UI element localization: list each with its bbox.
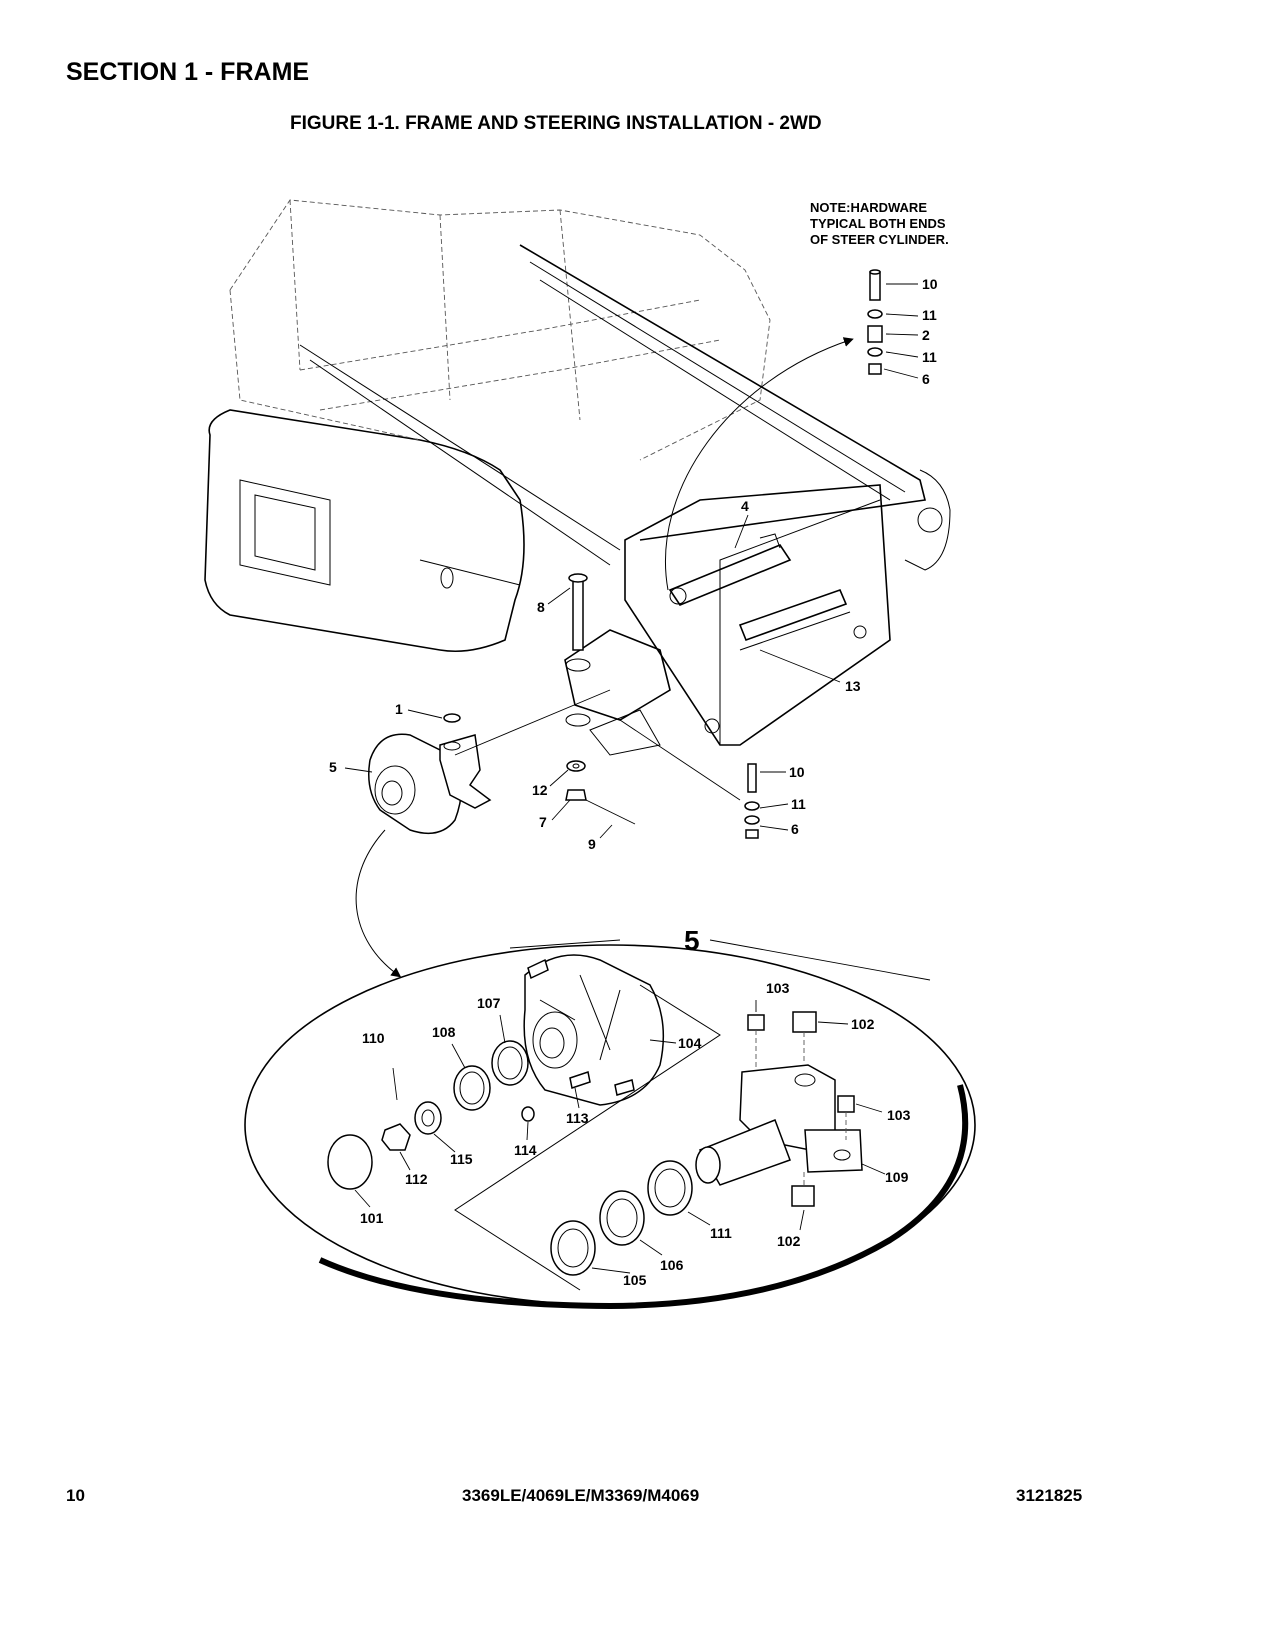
document-number: 3121825: [1016, 1486, 1083, 1505]
upper-leader-lines: [344, 514, 841, 839]
model-numbers: 3369LE/4069LE/M3369/M4069: [462, 1486, 700, 1505]
callout-8: 8: [537, 599, 545, 615]
figure-title: FIGURE 1-1. FRAME AND STEERING INSTALLAT…: [290, 113, 822, 134]
callout-11: 11: [922, 307, 937, 323]
steering-hardware: [565, 760, 760, 839]
callout-106: 106: [660, 1257, 684, 1273]
callout-6: 6: [791, 821, 799, 837]
callout-103: 103: [766, 980, 790, 996]
callout-115: 115: [450, 1151, 473, 1167]
callout-108: 108: [432, 1024, 456, 1040]
callout-9: 9: [588, 836, 596, 852]
hub-detail-view: [244, 939, 976, 1310]
callout-10: 10: [789, 764, 805, 780]
callout-105: 105: [623, 1272, 647, 1288]
callout-107: 107: [477, 995, 501, 1011]
callout-5: 5: [329, 759, 337, 775]
callout-101: 101: [360, 1210, 384, 1226]
callout-111: 111: [710, 1225, 732, 1241]
callout-103: 103: [887, 1107, 911, 1123]
section-title: SECTION 1 - FRAME: [66, 58, 310, 86]
callout-7: 7: [539, 814, 547, 830]
callout-1: 1: [395, 701, 403, 717]
callout-2: 2: [922, 327, 930, 343]
callout-114: 114: [514, 1142, 537, 1158]
note-line-1: NOTE:HARDWARE: [810, 200, 927, 215]
frame-assembly: [204, 199, 951, 756]
callout-104: 104: [678, 1035, 702, 1051]
callout-12: 12: [532, 782, 548, 798]
callout-11: 11: [791, 796, 806, 812]
callout-110: 110: [362, 1030, 385, 1046]
wheel-hub-upper: [368, 713, 492, 835]
callout-10: 10: [922, 276, 938, 292]
callout-11: 11: [922, 349, 937, 365]
note-line-3: OF STEER CYLINDER.: [810, 232, 949, 247]
callout-113: 113: [566, 1110, 589, 1126]
callout-102: 102: [777, 1233, 801, 1249]
callout-4: 4: [741, 498, 749, 514]
page-number: 10: [66, 1486, 85, 1505]
note-line-2: TYPICAL BOTH ENDS: [810, 216, 946, 231]
callout-109: 109: [885, 1169, 909, 1185]
callout-6: 6: [922, 371, 930, 387]
callout-112: 112: [405, 1171, 428, 1187]
note-hardware-stack: [867, 269, 919, 379]
callout-102: 102: [851, 1016, 875, 1032]
callout-13: 13: [845, 678, 861, 694]
detail-callout-5: 5: [684, 925, 700, 956]
